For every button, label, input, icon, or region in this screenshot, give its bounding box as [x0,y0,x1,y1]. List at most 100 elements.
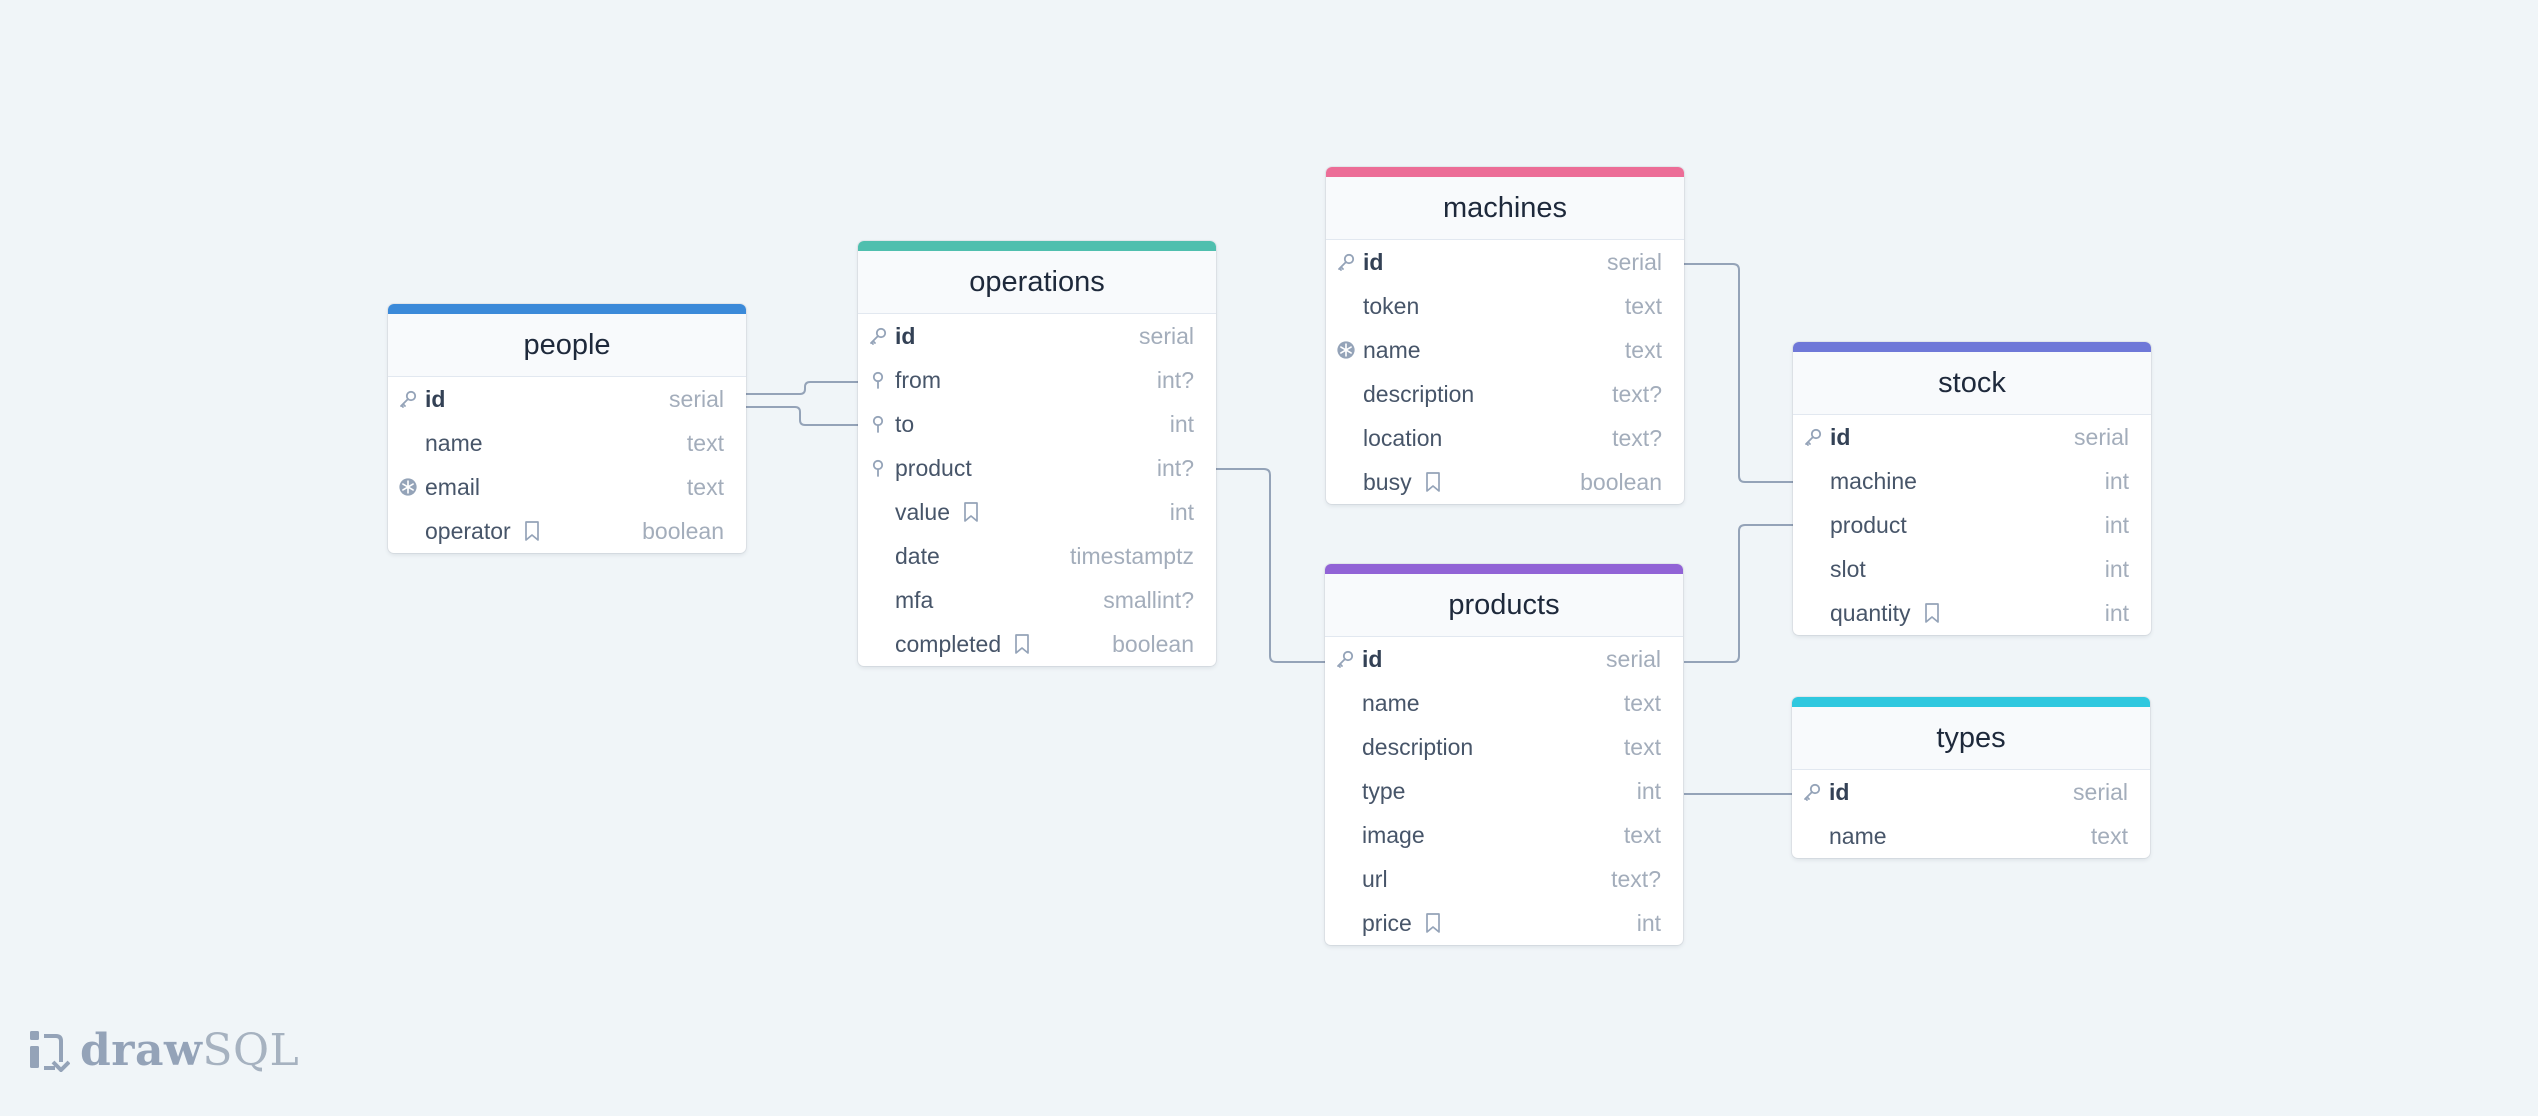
column-name: busy [1363,460,1442,504]
column-name-text: id [1830,424,1851,450]
key-icon [1802,770,1822,814]
column-name-text: date [895,543,940,569]
table-color-bar [1326,167,1684,177]
drawsql-brand[interactable]: draw SQL [28,1024,299,1076]
bookmark-icon[interactable] [523,520,541,542]
unique-icon [398,465,418,509]
brand-name-draw: draw [80,1024,203,1076]
table-color-bar [1793,342,2151,352]
key-icon [868,314,888,358]
column-name: id [1830,415,1850,459]
link-machines-id-stock-machine [1684,263,1793,483]
bookmark-icon[interactable] [1013,633,1031,655]
bookmark-icon[interactable] [1424,471,1442,493]
column-type: boolean [642,518,724,544]
table-title[interactable]: products [1325,574,1683,637]
bookmark-icon[interactable] [1923,602,1941,624]
column-name-text: description [1363,381,1475,407]
column-name-text: type [1362,778,1406,804]
column-name-text: id [1829,779,1850,805]
table-title[interactable]: people [388,314,746,377]
column-name: machine [1830,459,1917,503]
column-name: id [425,377,445,421]
column-name-text: product [1830,512,1907,538]
brand-name-sql: SQL [202,1024,300,1076]
column-type: text [686,474,724,500]
column-name: id [1362,637,1382,681]
column-type: text [2090,823,2128,849]
table-title[interactable]: machines [1326,177,1684,240]
table-color-bar [1792,697,2150,707]
column-name: from [895,358,941,402]
foreign-key-icon [868,358,888,402]
column-name: product [1830,503,1907,547]
column-name-text: price [1362,910,1412,936]
table-color-bar [388,304,746,314]
column-row-id[interactable]: id serial [1325,637,1683,681]
bookmark-icon[interactable] [962,501,980,523]
column-name: price [1362,901,1442,945]
column-name-text: name [1362,690,1420,716]
bookmark-icon[interactable] [1424,912,1442,934]
key-icon [398,377,418,421]
column-type: smallint? [1103,587,1194,613]
column-name-text: quantity [1830,600,1911,626]
column-type: boolean [1112,631,1194,657]
column-name-text: id [1363,249,1384,275]
column-type: text [1623,690,1661,716]
column-row-token[interactable]: token text [1326,284,1684,328]
table-title[interactable]: types [1792,707,2150,770]
column-row-machine[interactable]: machine int [1793,459,2151,503]
column-type: text [1624,293,1662,319]
column-type: int [2104,468,2129,494]
table-color-bar [858,241,1216,251]
column-name: id [895,314,915,358]
table-title[interactable]: stock [1793,352,2151,415]
column-type: serial [1606,646,1661,672]
column-row-name[interactable]: name text [1325,681,1683,725]
table-title[interactable]: operations [858,251,1216,314]
column-name: token [1363,284,1419,328]
column-name: id [1829,770,1849,814]
column-name: value [895,490,980,534]
column-name: id [1363,240,1383,284]
